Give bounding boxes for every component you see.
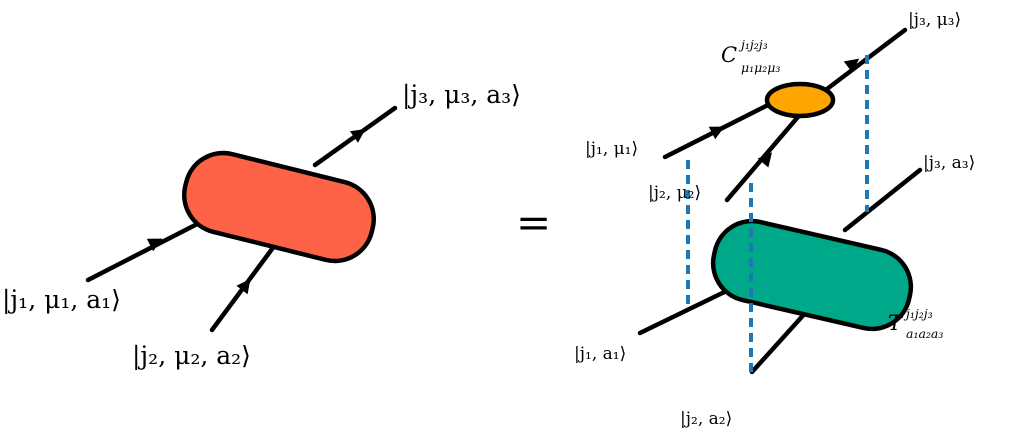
rhs-t-tensor-blob <box>710 218 914 332</box>
rhs-t-input-wire-2 <box>749 307 811 375</box>
rhs-t-in1-label: |j₁, a₁⟩ <box>574 344 626 364</box>
t-subscript: a₁a₂a₃ <box>906 326 943 341</box>
rhs-arrow-cg-in1-icon <box>708 126 725 140</box>
rhs-cg-in1-label: |j₁, μ₁⟩ <box>585 139 638 159</box>
rhs-cg-out-label: |j₃, μ₃⟩ <box>908 10 961 30</box>
lhs-out-label: |j₃, μ₃, a₃⟩ <box>402 80 521 110</box>
rhs-arrow-cg-out-icon <box>843 58 860 73</box>
cg-subscript: μ₁μ₂μ₃ <box>741 60 780 75</box>
cg-symbol: C <box>721 43 737 67</box>
rhs-cg-in2-label: |j₂, μ₂⟩ <box>648 183 701 203</box>
lhs-in2-label: |j₂, μ₂, a₂⟩ <box>132 341 251 371</box>
lhs-arrow-out-icon <box>349 128 366 143</box>
lhs-arrow-in1-icon <box>146 238 163 252</box>
t-symbol: T <box>888 311 904 335</box>
rhs-diagram: C j₁j₂j₃ μ₁μ₂μ₃ T j₁j₂j₃ a₁a₂a₃ |j₃, μ₃⟩… <box>574 10 975 429</box>
rhs-t-out-label: |j₃, a₃⟩ <box>923 153 975 173</box>
rhs-t-in2-label: |j₂, a₂⟩ <box>680 409 732 429</box>
t-superscript: j₁j₂j₃ <box>903 306 933 321</box>
rhs-cg-node <box>764 81 836 119</box>
cg-coefficient-label: C j₁j₂j₃ μ₁μ₂μ₃ <box>721 37 780 75</box>
lhs-input-wire-1 <box>85 217 208 283</box>
lhs-in1-label: |j₁, μ₁, a₁⟩ <box>2 285 121 315</box>
t-tensor-label: T j₁j₂j₃ a₁a₂a₃ <box>888 306 943 341</box>
equals-sign: = <box>516 198 551 247</box>
rhs-arrow-cg-in2-icon <box>757 152 772 168</box>
lhs-arrow-in2-icon <box>236 278 251 295</box>
cg-superscript: j₁j₂j₃ <box>738 37 768 52</box>
rhs-t-output-wire <box>842 167 923 233</box>
lhs-tensor-blob <box>181 150 377 264</box>
lhs-diagram: |j₁, μ₁, a₁⟩ |j₂, μ₂, a₂⟩ |j₃, μ₃, a₃⟩ <box>2 80 521 371</box>
